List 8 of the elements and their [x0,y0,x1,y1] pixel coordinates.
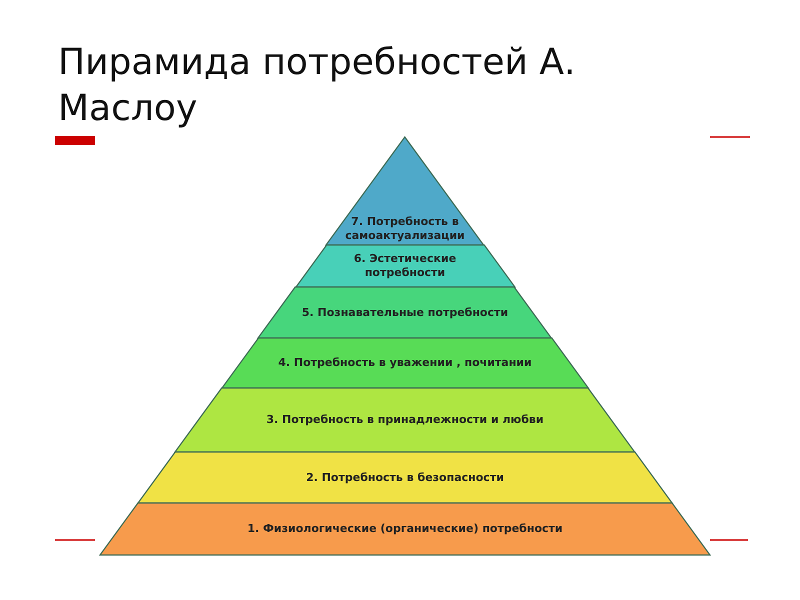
level-label: 7. Потребность в самоактуализации [344,215,466,243]
level-label: 5. Познавательные потребности [300,306,510,320]
level-label: 2. Потребность в безопасности [305,470,505,484]
slide-title: Пирамида потребностей А. Маслоу [58,41,576,131]
level-label: 1. Физиологические (органические) потребности [246,522,564,536]
level-label: 4. Потребность в уважении , почитании [277,356,533,370]
level-label: 6. Эстетические потребности [352,252,458,280]
level-label: 3. Потребность в принадлежности и любви [265,413,545,427]
